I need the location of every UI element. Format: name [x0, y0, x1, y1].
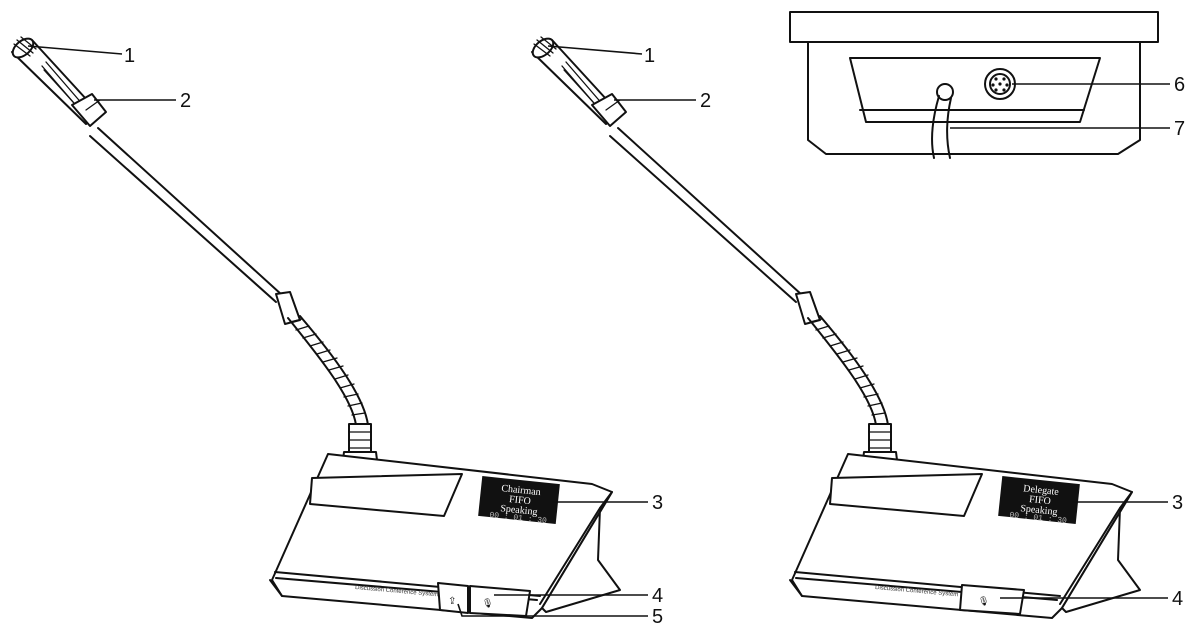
- callout-1-right: 1: [644, 45, 655, 67]
- callout-6: 6: [1174, 74, 1185, 96]
- chairman-screen-line-1: Chairman: [501, 483, 541, 498]
- callout-7: 7: [1174, 118, 1185, 140]
- delegate-screen-line-3: Speaking: [1020, 503, 1058, 518]
- callout-3-right: 3: [1172, 492, 1183, 514]
- callout-3-left: 3: [652, 492, 663, 514]
- cable-entry: [936, 83, 954, 101]
- chairman-unit: Chairman FIFO Speaking 00 : 01 : 30 Disc…: [11, 36, 663, 628]
- rear-panel-view: 6 7: [789, 11, 1185, 159]
- delegate-unit: Delegate FIFO Speaking 00 : 01 : 30 Disc…: [531, 36, 1183, 619]
- mic-speak-icon: 🎙: [482, 598, 493, 609]
- delegate-gooseneck: [609, 127, 899, 491]
- delegate-speak-button[interactable]: [959, 584, 1025, 615]
- chairman-callouts: 1 2 3 4 5: [27, 45, 663, 628]
- priority-icon: ⇪: [448, 596, 456, 607]
- callout-2-left: 2: [180, 90, 191, 112]
- chairman-mic-head: [11, 36, 107, 127]
- chairman-flex-rings: [289, 318, 366, 416]
- chairman-speak-button[interactable]: [469, 585, 531, 617]
- chairman-screen-line-3: Speaking: [500, 503, 538, 518]
- din-connector-icon: [984, 68, 1016, 100]
- delegate-screen-line-1: Delegate: [1023, 483, 1060, 498]
- chairman-priority-button[interactable]: [437, 582, 469, 614]
- chairman-screen: [478, 476, 560, 524]
- chairman-screen-line-2: FIFO: [509, 494, 532, 507]
- mic-speak-icon: 🎙: [978, 596, 989, 607]
- callout-1-left: 1: [124, 45, 135, 67]
- delegate-mic-head: [531, 36, 627, 127]
- callout-4-left: 4: [652, 585, 663, 607]
- callout-2-right: 2: [700, 90, 711, 112]
- delegate-screen: [998, 476, 1080, 524]
- callout-5-left: 5: [652, 606, 663, 628]
- chairman-gooseneck: [89, 127, 379, 491]
- delegate-screen-line-2: FIFO: [1029, 494, 1052, 507]
- chairman-base: Chairman FIFO Speaking 00 : 01 : 30 Disc…: [269, 453, 621, 619]
- delegate-callouts: 1 2 3 4: [547, 45, 1183, 610]
- delegate-base: Delegate FIFO Speaking 00 : 01 : 30 Disc…: [789, 453, 1141, 619]
- delegate-flex-rings: [809, 318, 886, 416]
- callout-4-right: 4: [1172, 588, 1183, 610]
